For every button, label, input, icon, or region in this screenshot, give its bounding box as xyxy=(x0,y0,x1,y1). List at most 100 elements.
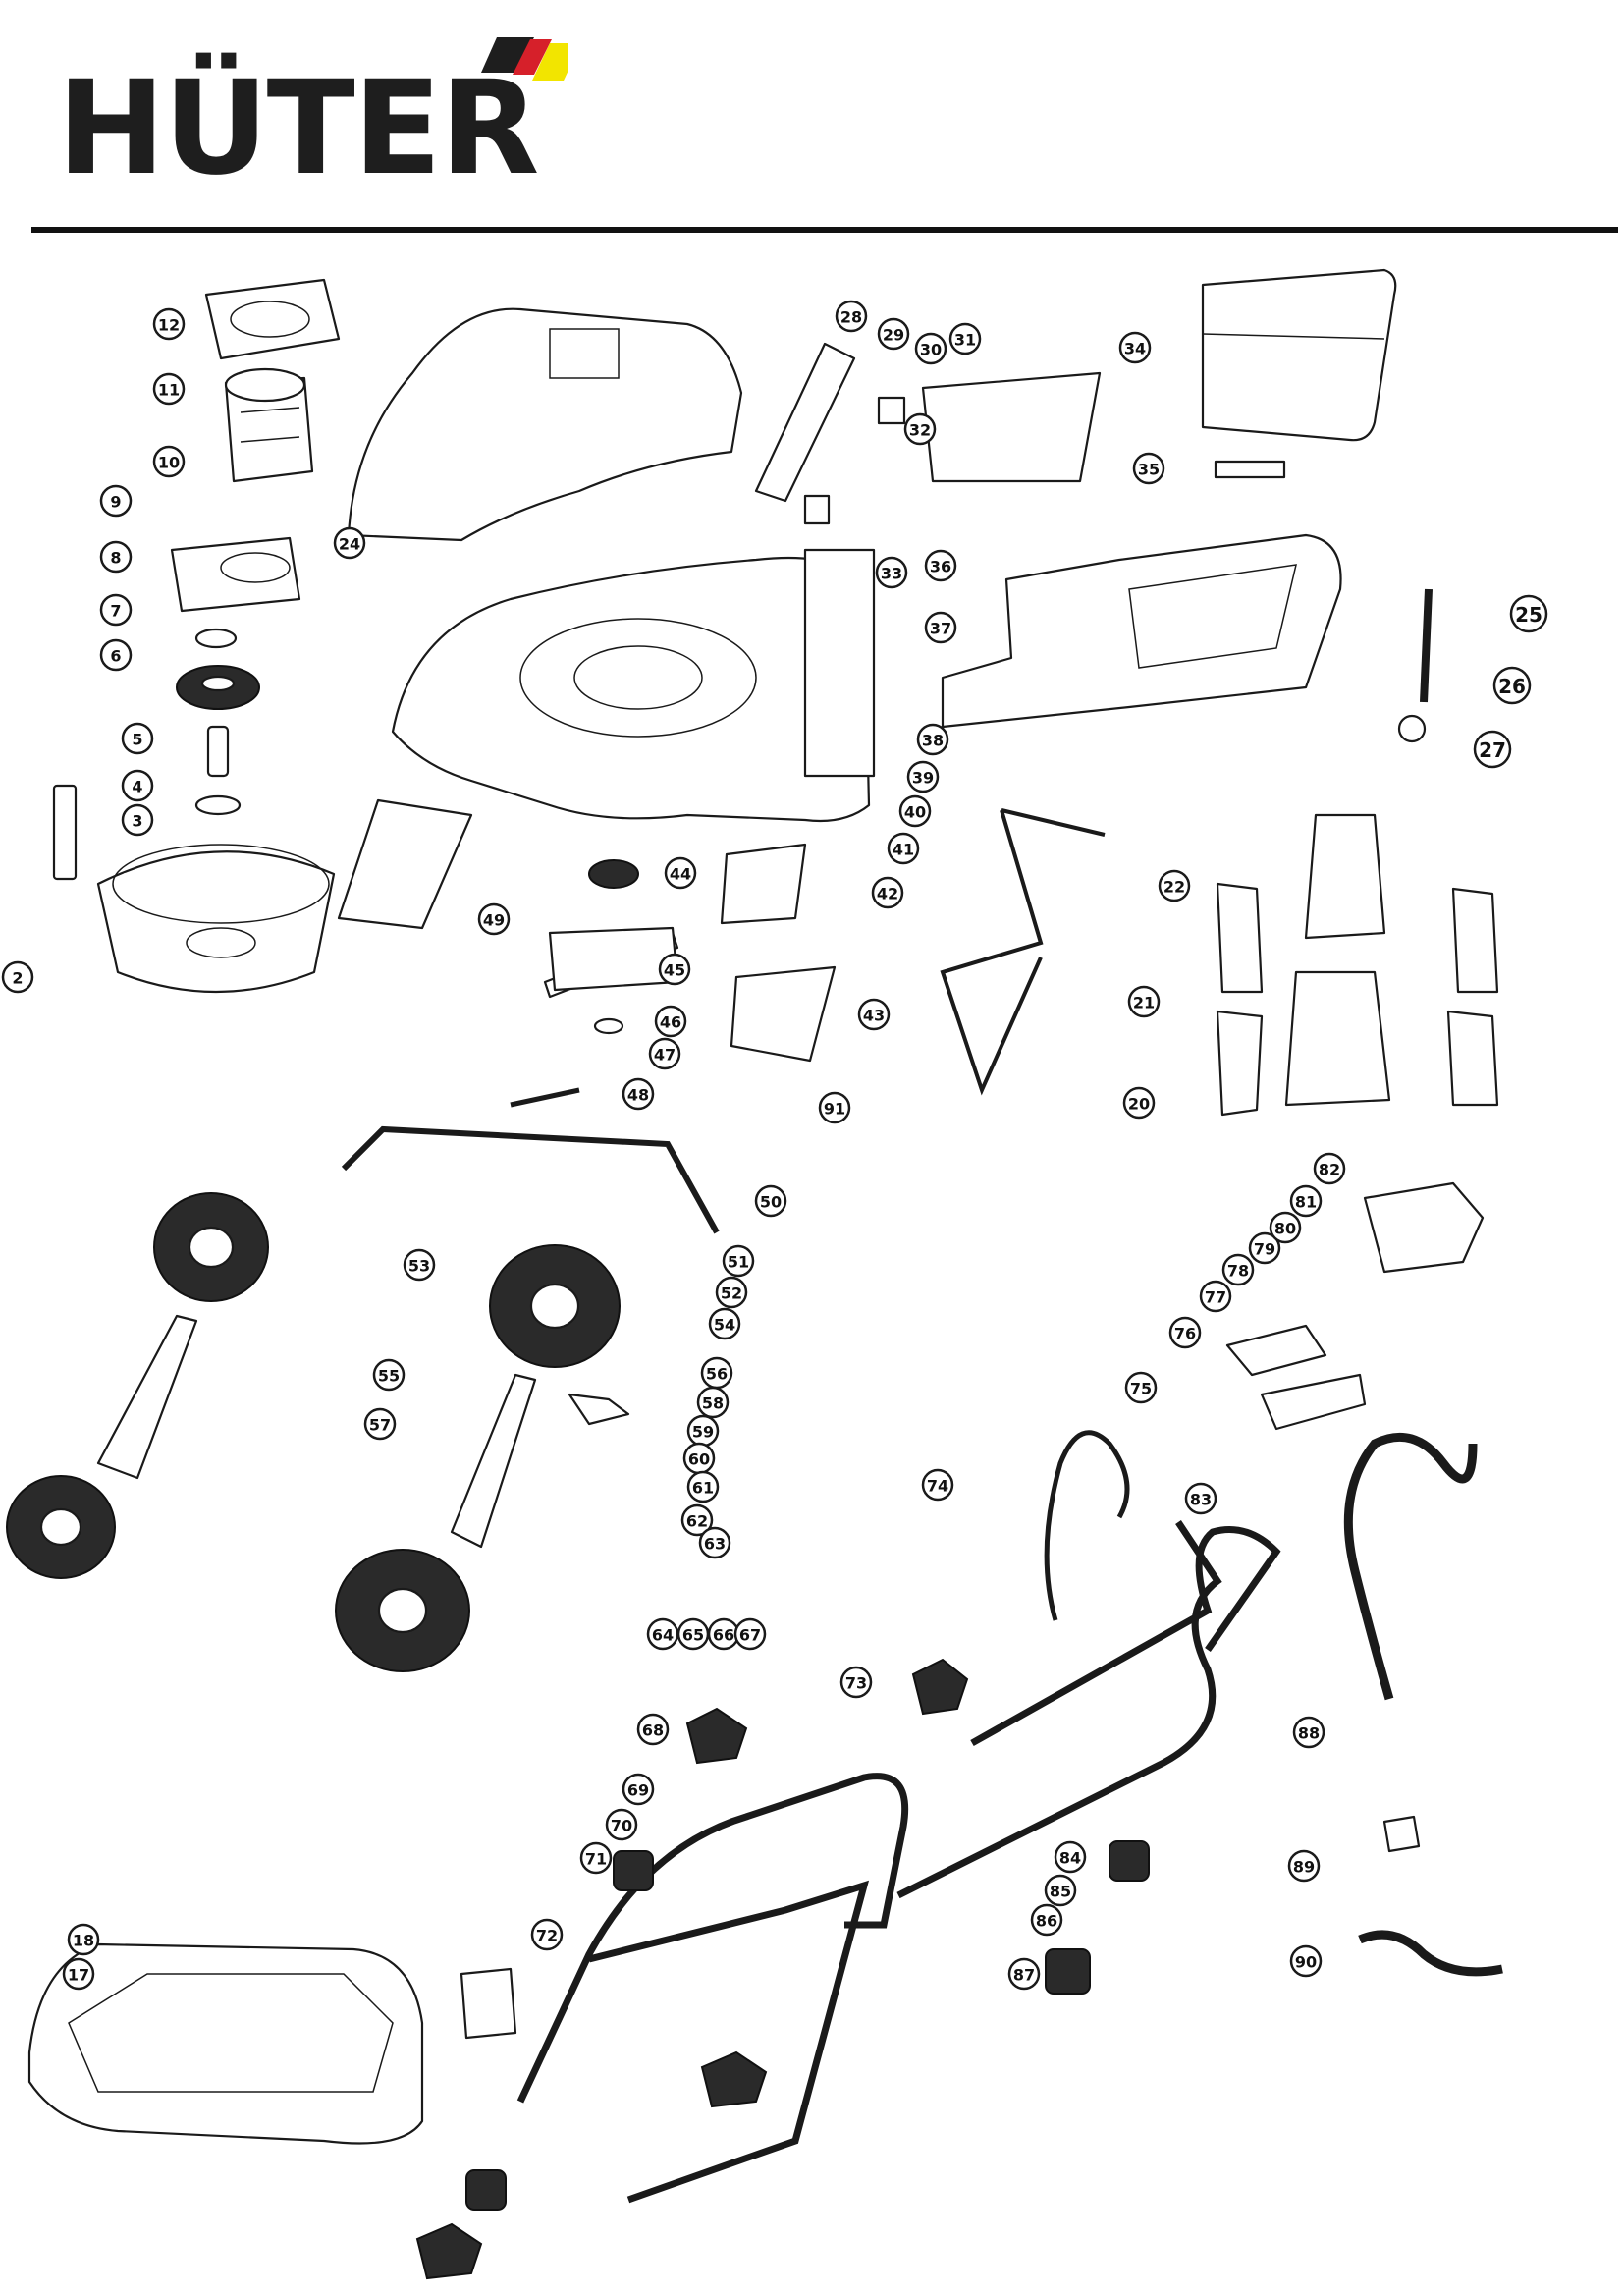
callout-label: 42 xyxy=(877,885,898,903)
callout-26: 26 xyxy=(1492,666,1532,705)
callout-label: 54 xyxy=(714,1316,735,1335)
callout-3: 3 xyxy=(121,803,154,837)
callout-49: 49 xyxy=(477,902,511,936)
callout-label: 44 xyxy=(670,865,691,884)
callout-84: 84 xyxy=(1054,1840,1087,1874)
callout-label: 18 xyxy=(73,1932,94,1950)
callout-46: 46 xyxy=(654,1005,687,1038)
callout-59: 59 xyxy=(686,1414,720,1448)
callout-label: 90 xyxy=(1295,1953,1317,1972)
knob-drawings xyxy=(415,1658,1150,2280)
callout-label: 26 xyxy=(1498,675,1526,698)
callout-label: 74 xyxy=(927,1477,948,1496)
callout-label: 60 xyxy=(688,1450,710,1469)
callout-label: 43 xyxy=(863,1007,885,1025)
callout-layer: 2345678910111217182021222425262728293031… xyxy=(1,300,1548,1991)
callout-label: 21 xyxy=(1133,994,1155,1012)
callout-71: 71 xyxy=(579,1841,613,1875)
callout-86: 86 xyxy=(1030,1903,1063,1937)
callout-label: 52 xyxy=(721,1285,742,1303)
callout-label: 77 xyxy=(1205,1288,1226,1307)
callout-label: 80 xyxy=(1274,1220,1296,1238)
callout-label: 87 xyxy=(1013,1966,1035,1985)
callout-7: 7 xyxy=(99,593,133,627)
callout-37: 37 xyxy=(924,611,957,644)
callout-67: 67 xyxy=(733,1617,767,1651)
callout-label: 34 xyxy=(1124,340,1146,358)
callout-label: 78 xyxy=(1227,1262,1249,1281)
grass-bag-drawing xyxy=(1201,268,1397,442)
motor-assembly-drawing xyxy=(52,278,341,994)
callout-40: 40 xyxy=(898,794,932,828)
callout-label: 25 xyxy=(1515,603,1542,627)
callout-label: 62 xyxy=(686,1512,708,1531)
callout-74: 74 xyxy=(921,1468,954,1502)
callout-label: 51 xyxy=(728,1253,749,1272)
callout-label: 89 xyxy=(1293,1858,1315,1877)
callout-79: 79 xyxy=(1248,1231,1281,1265)
callout-89: 89 xyxy=(1287,1849,1321,1883)
callout-38: 38 xyxy=(916,723,949,756)
callout-label: 49 xyxy=(483,911,505,930)
callout-label: 82 xyxy=(1319,1161,1340,1179)
callout-9: 9 xyxy=(99,484,133,518)
callout-44: 44 xyxy=(664,856,697,890)
callout-61: 61 xyxy=(686,1470,720,1503)
callout-39: 39 xyxy=(906,760,940,793)
callout-12: 12 xyxy=(152,307,186,341)
callout-65: 65 xyxy=(676,1617,710,1651)
callout-label: 81 xyxy=(1295,1193,1317,1212)
callout-52: 52 xyxy=(715,1276,748,1309)
callout-label: 61 xyxy=(692,1479,714,1498)
callout-label: 66 xyxy=(713,1626,734,1645)
callout-label: 47 xyxy=(654,1046,676,1065)
callout-17: 17 xyxy=(62,1957,95,1991)
callout-8: 8 xyxy=(99,540,133,574)
callout-34: 34 xyxy=(1118,331,1152,364)
callout-label: 75 xyxy=(1130,1380,1152,1398)
callout-20: 20 xyxy=(1122,1086,1156,1120)
callout-31: 31 xyxy=(948,322,982,355)
callout-label: 9 xyxy=(110,493,121,512)
callout-label: 38 xyxy=(922,732,944,750)
callout-88: 88 xyxy=(1292,1716,1325,1749)
callout-66: 66 xyxy=(707,1617,740,1651)
callout-75: 75 xyxy=(1124,1371,1158,1404)
callout-label: 53 xyxy=(408,1257,430,1276)
callout-label: 29 xyxy=(883,326,904,345)
callout-label: 11 xyxy=(158,381,180,400)
callout-4: 4 xyxy=(121,769,154,802)
callout-11: 11 xyxy=(152,372,186,406)
callout-label: 4 xyxy=(132,778,142,796)
callout-90: 90 xyxy=(1289,1944,1323,1978)
top-cover-drawing xyxy=(347,307,743,542)
callout-73: 73 xyxy=(839,1666,873,1699)
callout-label: 8 xyxy=(110,549,121,568)
callout-55: 55 xyxy=(372,1358,406,1392)
callout-27: 27 xyxy=(1473,730,1512,769)
grass-box-drawing xyxy=(27,1942,424,2145)
callout-label: 37 xyxy=(930,620,951,638)
callout-label: 91 xyxy=(824,1100,845,1119)
callout-47: 47 xyxy=(648,1037,681,1070)
callout-87: 87 xyxy=(1007,1957,1041,1991)
callout-25: 25 xyxy=(1509,594,1548,633)
callout-68: 68 xyxy=(636,1713,670,1746)
callout-label: 17 xyxy=(68,1966,89,1985)
callout-label: 83 xyxy=(1190,1491,1212,1509)
callout-2: 2 xyxy=(1,960,34,994)
callout-label: 56 xyxy=(706,1365,728,1384)
callout-label: 45 xyxy=(664,961,685,980)
huter-logo: HÜTER xyxy=(57,37,568,185)
callout-5: 5 xyxy=(121,722,154,755)
callout-label: 68 xyxy=(642,1722,664,1740)
callout-80: 80 xyxy=(1269,1211,1302,1244)
callout-label: 79 xyxy=(1254,1240,1275,1259)
callout-91: 91 xyxy=(818,1091,851,1124)
callout-35: 35 xyxy=(1132,452,1165,485)
callout-76: 76 xyxy=(1168,1316,1202,1349)
callout-label: 48 xyxy=(627,1086,649,1105)
callout-6: 6 xyxy=(99,638,133,672)
callout-18: 18 xyxy=(67,1923,100,1956)
callout-label: 6 xyxy=(110,647,121,666)
